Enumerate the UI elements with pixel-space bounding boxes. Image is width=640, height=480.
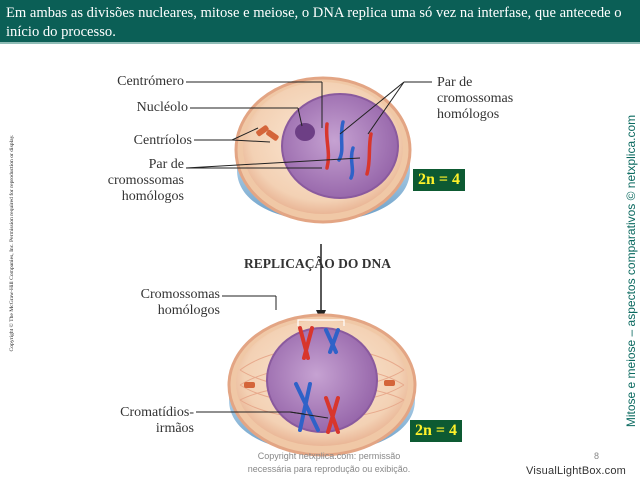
label-par-right-line1: Par de [437, 75, 473, 90]
nucleus [281, 93, 399, 199]
chromosomes-interphase [324, 120, 373, 180]
brand-link[interactable]: VisualLightBox.com [526, 465, 627, 477]
label-par-left-line2: cromossomas [107, 173, 184, 188]
label-par-right-line3: homólogos [437, 107, 500, 122]
label-par-left-line3: homólogos [121, 189, 184, 204]
badge-top: 2n = 4 [413, 169, 466, 191]
centrioles-bottom [244, 380, 395, 388]
pointer-lines [185, 81, 432, 419]
footer-copyright: Copyright netxplica.com: permissão neces… [214, 450, 444, 476]
label-par-left: Par de cromossomas homólogos [70, 157, 184, 205]
label-par-right-line2: cromossomas [437, 91, 514, 106]
label-cromatidios: Cromatídios- irmãos [96, 405, 194, 437]
label-par-right: Par de cromossomas homólogos [437, 75, 513, 123]
centrioles [256, 125, 279, 141]
label-centromero: Centrómero [117, 74, 184, 89]
chromosomes-replicated [294, 326, 340, 434]
label-nucleolo: Nucléolo [136, 100, 188, 115]
replication-title: REPLICAÇÃO DO DNA [244, 256, 392, 271]
label-cromossomas-line1: Cromossomas [140, 287, 220, 302]
label-cromatidios-line2: irmãos [155, 421, 194, 436]
header-text: Em ambas as divisões nucleares, mitose e… [6, 5, 622, 40]
nucleolus [295, 123, 315, 141]
page-number: 8 [594, 451, 600, 461]
replicated-cell [227, 313, 417, 457]
label-par-left-line1: Par de [148, 157, 184, 172]
interphase-cell [234, 76, 412, 224]
badge-bottom: 2n = 4 [410, 420, 463, 442]
label-centriolos: Centríolos [133, 133, 192, 148]
header-bar: Em ambas as divisões nucleares, mitose e… [0, 0, 640, 44]
label-cromatidios-line1: Cromatídios- [120, 405, 194, 420]
footer-copyright-line1: Copyright netxplica.com: permissão [257, 451, 401, 461]
footer-copyright-line2: necessária para reprodução ou exibição. [247, 464, 411, 474]
label-cromossomas-homologos: Cromossomas homólogos [100, 287, 220, 319]
label-cromossomas-line2: homólogos [157, 303, 220, 318]
